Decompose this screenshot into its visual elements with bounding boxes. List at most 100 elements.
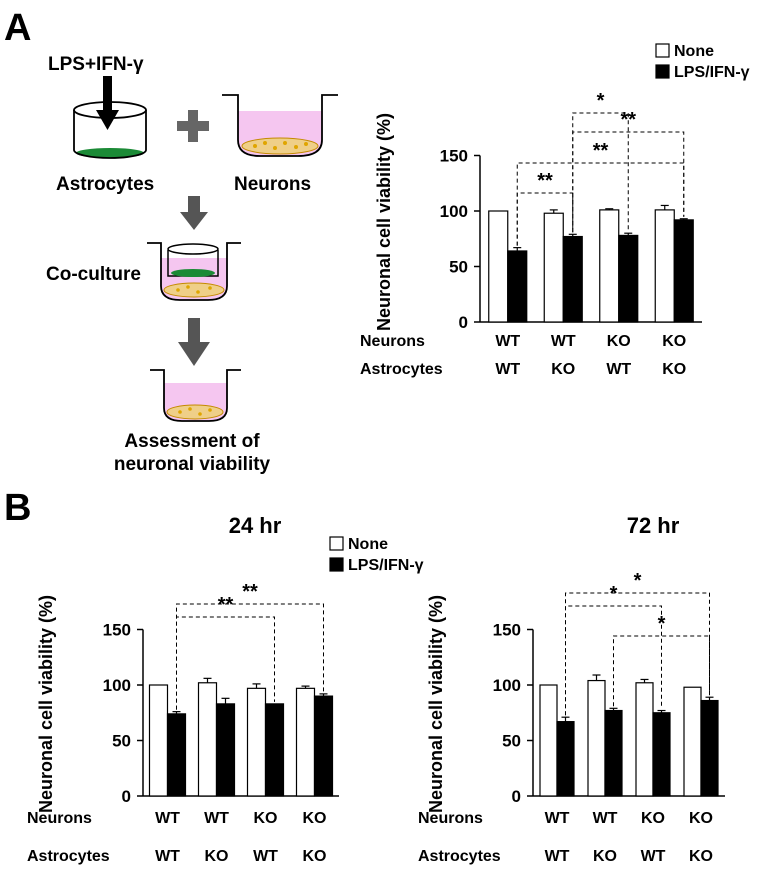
significance-bracket [176, 616, 275, 710]
bar-none [197, 682, 218, 797]
assessment-label-line1: Assessment of [124, 431, 260, 452]
significance-label: ** [218, 594, 234, 616]
bar-lps-ifn [215, 703, 236, 797]
neurons-genotype-label: KO [303, 810, 327, 827]
bar-none [246, 687, 267, 797]
chart-b-72hr: 72 hr Neuronal cell viability (%) 0 50 100 15… [418, 513, 725, 865]
astrocytes-genotype-label: WT [155, 848, 180, 865]
bar-lps-ifn [700, 699, 719, 797]
down-arrow-icon [180, 196, 208, 230]
significance-bracket [516, 192, 574, 246]
bar-lps-ifn [313, 695, 334, 797]
neurons-genotype-label: WT [495, 333, 520, 350]
y-axis-label: Neuronal cell viability (%) [426, 595, 446, 813]
y-tick-label: 50 [112, 732, 131, 751]
chart-title: 72 hr [627, 513, 680, 538]
neurons-genotype-label: KO [254, 810, 278, 827]
y-tick-label: 150 [440, 147, 468, 166]
significance-bracket [565, 592, 710, 716]
y-tick-label: 0 [459, 313, 468, 332]
bar-lps-ifn [562, 235, 583, 323]
legend-label-lps-ifn: LPS/IFN-γ [348, 557, 424, 574]
y-tick-label: 100 [440, 202, 468, 221]
astrocytes-genotype-label: KO [662, 361, 686, 378]
y-tick-label: 0 [512, 787, 521, 806]
bar-none [599, 209, 620, 323]
y-tick-label: 100 [493, 676, 521, 695]
neurons-genotype-label: WT [545, 810, 570, 827]
legend-label-none: None [674, 43, 714, 60]
y-tick-label: 0 [122, 787, 131, 806]
neurons-label: Neurons [234, 174, 311, 195]
coculture-label: Co-culture [46, 264, 141, 285]
neurons-genotype-label: KO [641, 810, 665, 827]
astrocytes-genotype-label: KO [689, 848, 713, 865]
astrocytes-row-label: Astrocytes [418, 848, 501, 865]
legend-label-lps-ifn: LPS/IFN-γ [674, 64, 750, 81]
neurons-genotype-label: KO [607, 333, 631, 350]
bar-none [539, 684, 558, 797]
neurons-genotype-label: WT [155, 810, 180, 827]
significance-bracket [176, 603, 324, 710]
assessment-label-line2: neuronal viability [114, 454, 271, 475]
coculture-well-icon [147, 242, 241, 301]
y-tick-label: 100 [103, 676, 131, 695]
significance-label: ** [620, 109, 636, 131]
neurons-row-label: Neurons [418, 810, 483, 827]
bar-none [488, 210, 509, 323]
treatment-arrow-icon [96, 76, 119, 130]
bar-lps-ifn [556, 721, 575, 797]
treatment-label: LPS+IFN-γ [48, 54, 144, 75]
bar-none [683, 686, 702, 797]
bar-none [635, 682, 654, 797]
astrocytes-row-label: Astrocytes [27, 848, 110, 865]
panel-label-a: A [4, 7, 31, 49]
significance-label: * [610, 583, 618, 605]
neurons-genotype-label: KO [689, 810, 713, 827]
significance-bracket [565, 605, 662, 716]
down-arrow-icon [178, 318, 210, 366]
bar-none [654, 209, 675, 323]
significance-bracket [516, 162, 685, 246]
neuron-well-icon [222, 94, 338, 157]
astrocytes-genotype-label: WT [641, 848, 666, 865]
astrocytes-genotype-label: WT [545, 848, 570, 865]
significance-bracket [613, 635, 710, 707]
neurons-genotype-label: WT [593, 810, 618, 827]
y-tick-label: 150 [103, 621, 131, 640]
bar-none [587, 679, 606, 797]
y-axis-label: Neuronal cell viability (%) [36, 595, 56, 813]
significance-label: ** [537, 170, 553, 192]
astrocytes-genotype-label: KO [205, 848, 229, 865]
bar-lps-ifn [673, 219, 694, 323]
astrocytes-genotype-label: KO [593, 848, 617, 865]
astrocytes-genotype-label: KO [303, 848, 327, 865]
neurons-genotype-label: WT [551, 333, 576, 350]
bar-none [295, 687, 316, 797]
bar-lps-ifn [264, 703, 285, 797]
y-tick-label: 50 [502, 732, 521, 751]
y-axis-label: Neuronal cell viability (%) [374, 113, 394, 331]
bar-lps-ifn [604, 709, 623, 797]
y-tick-label: 50 [449, 258, 468, 277]
astrocytes-row-label: Astrocytes [360, 361, 443, 378]
neurons-genotype-label: WT [204, 810, 229, 827]
bar-lps-ifn [507, 250, 528, 323]
bar-none [543, 212, 564, 323]
bar-lps-ifn [618, 234, 639, 323]
legend-swatch-lps-ifn [655, 64, 670, 79]
assessment-well-icon [150, 369, 241, 422]
bar-lps-ifn [652, 712, 671, 797]
legend-swatch-none [655, 43, 670, 58]
significance-label: * [634, 570, 642, 592]
y-tick-label: 150 [493, 621, 521, 640]
significance-label: * [658, 613, 666, 635]
significance-label: * [597, 90, 605, 112]
astrocytes-genotype-label: WT [495, 361, 520, 378]
legend-swatch-none [329, 536, 344, 551]
legend-swatch-lps-ifn [329, 557, 344, 572]
astrocytes-genotype-label: KO [551, 361, 575, 378]
schematic: LPS+IFN-γ Astrocytes [46, 54, 338, 475]
